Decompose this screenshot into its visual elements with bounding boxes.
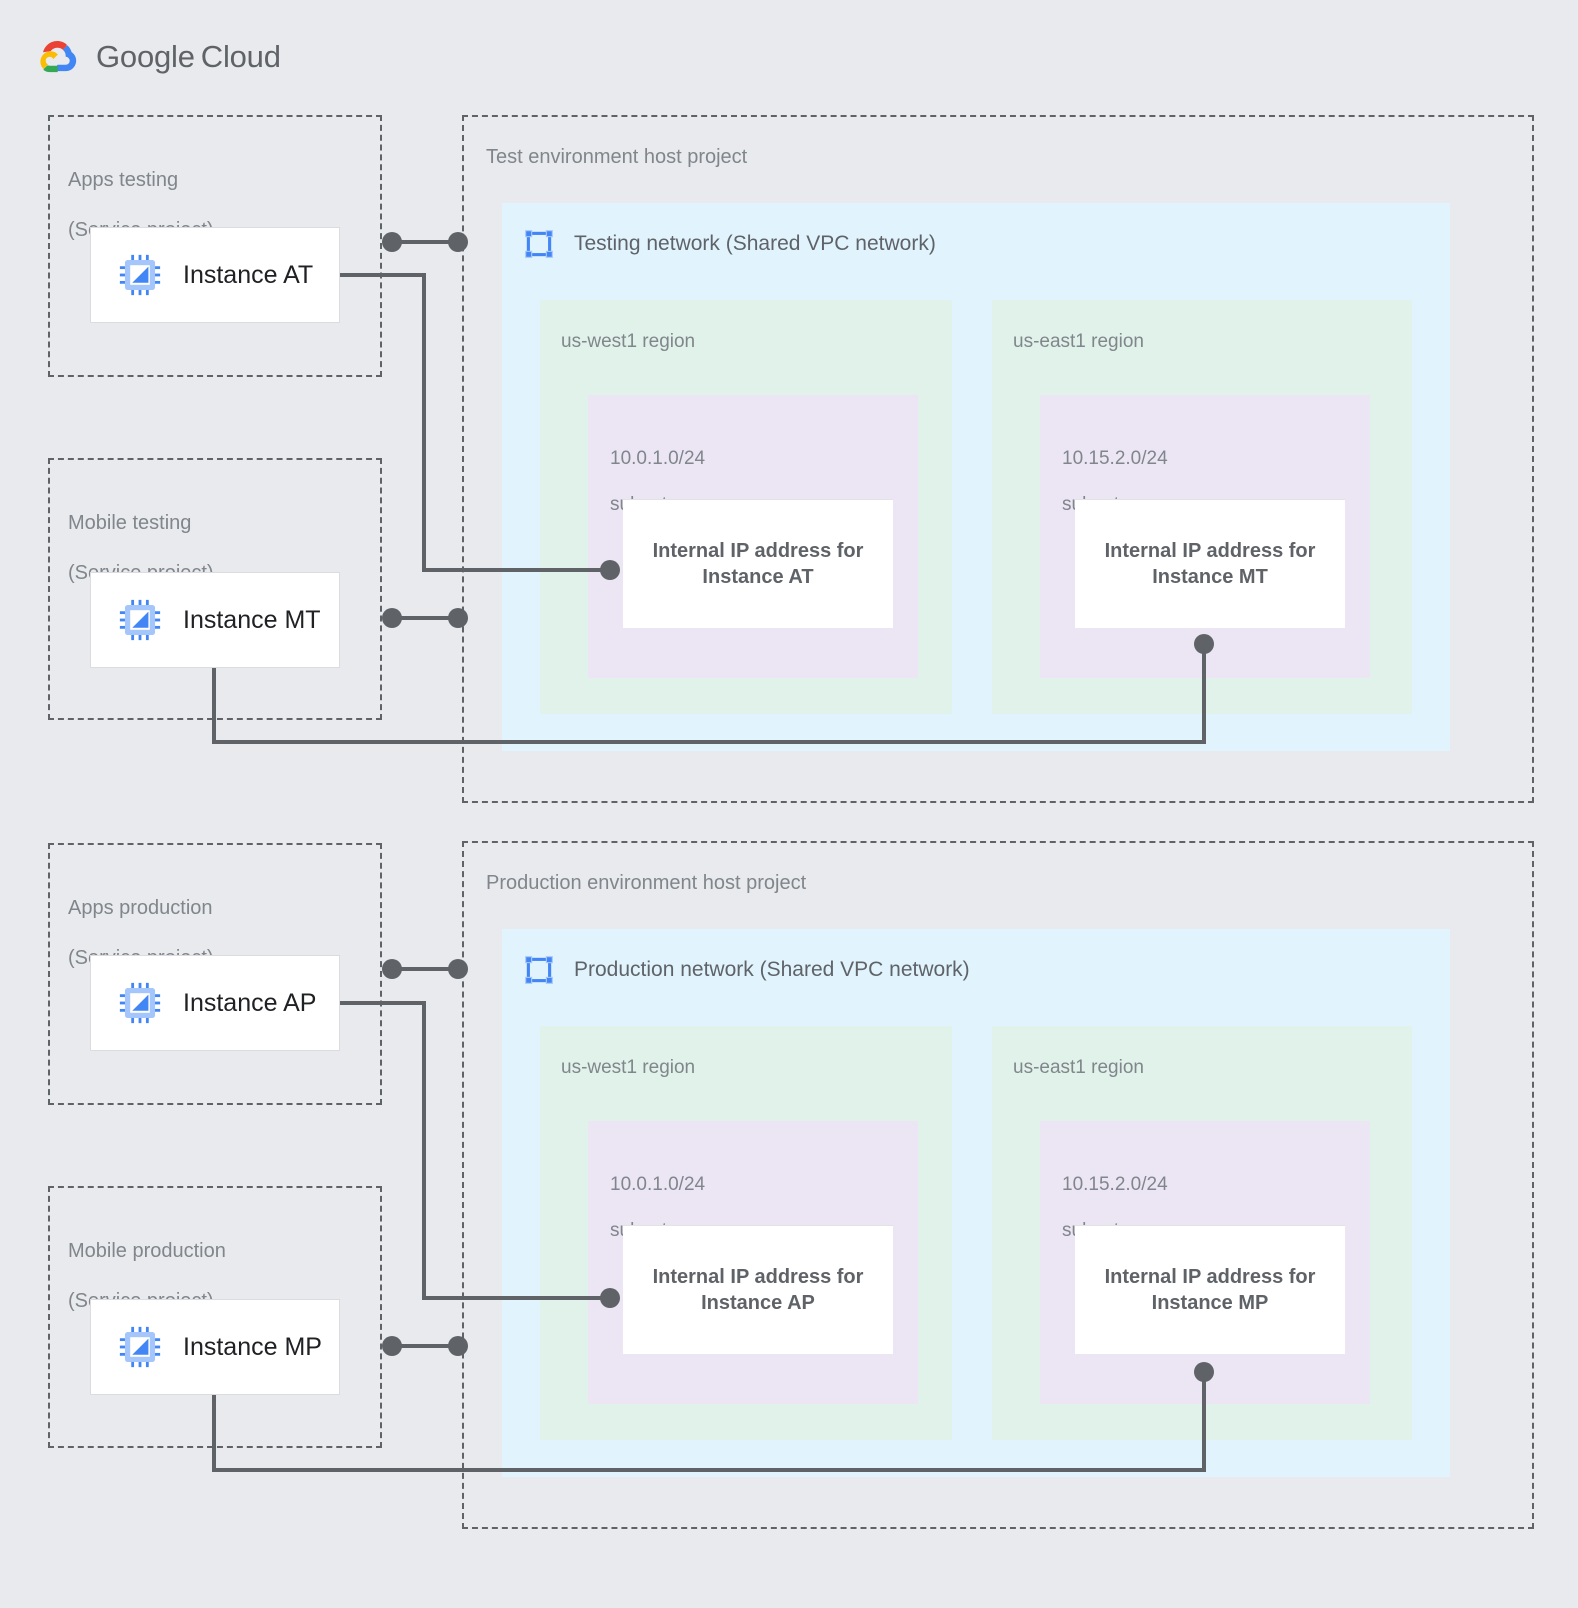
ip-card-mp: Internal IP address for Instance MP	[1075, 1225, 1345, 1354]
instance-card-mp[interactable]: Instance MP	[90, 1299, 340, 1395]
subnet-test-us-west1: 10.0.1.0/24 subnet Internal IP address f…	[588, 395, 918, 678]
vpc-network-production-label: Production network (Shared VPC network)	[574, 958, 970, 981]
apps-production-title: Apps production	[68, 897, 213, 919]
instance-cpu-icon	[119, 1326, 161, 1368]
instance-label-mp: Instance MP	[183, 1332, 322, 1361]
subnet-cidr: 10.15.2.0/24	[1062, 1174, 1168, 1195]
subnet-test-us-east1: 10.15.2.0/24 subnet Internal IP address …	[1040, 395, 1370, 678]
vpc-network-icon	[522, 227, 556, 261]
vpc-network-production: Production network (Shared VPC network) …	[502, 929, 1450, 1477]
instance-card-ap[interactable]: Instance AP	[90, 955, 340, 1051]
ip-card-mt: Internal IP address for Instance MT	[1075, 499, 1345, 628]
vpc-network-production-header: Production network (Shared VPC network)	[522, 953, 970, 987]
mobile-production-title: Mobile production	[68, 1240, 226, 1262]
instance-cpu-icon	[119, 599, 161, 641]
region-test-us-west1-label: us-west1 region	[561, 331, 696, 352]
instance-card-at[interactable]: Instance AT	[90, 227, 340, 323]
subnet-cidr: 10.0.1.0/24	[610, 1174, 706, 1195]
instance-label-mt: Instance MT	[183, 605, 321, 634]
instance-label-ap: Instance AP	[183, 988, 317, 1017]
region-test-us-east1: us-east1 region 10.15.2.0/24 subnet Inte…	[992, 300, 1412, 714]
region-test-us-east1-label: us-east1 region	[1013, 331, 1144, 352]
ip-card-ap: Internal IP address for Instance AP	[623, 1225, 893, 1354]
apps-testing-title: Apps testing	[68, 169, 179, 191]
host-project-test-title: Test environment host project	[486, 146, 748, 168]
region-prod-us-west1-label: us-west1 region	[561, 1057, 696, 1078]
brand-name-secondary: Cloud	[200, 39, 281, 74]
vpc-network-testing-label: Testing network (Shared VPC network)	[574, 232, 936, 255]
region-prod-us-east1-label: us-east1 region	[1013, 1057, 1144, 1078]
subnet-cidr: 10.0.1.0/24	[610, 448, 706, 469]
endpoint-dot	[382, 232, 402, 252]
subnet-cidr: 10.15.2.0/24	[1062, 448, 1168, 469]
host-project-production-title: Production environment host project	[486, 872, 807, 894]
brand-name-primary: Google	[96, 39, 195, 74]
instance-cpu-icon	[119, 254, 161, 296]
vpc-network-testing-header: Testing network (Shared VPC network)	[522, 227, 936, 261]
subnet-prod-us-west1: 10.0.1.0/24 subnet Internal IP address f…	[588, 1121, 918, 1404]
instance-cpu-icon	[119, 982, 161, 1024]
subnet-prod-us-east1: 10.15.2.0/24 subnet Internal IP address …	[1040, 1121, 1370, 1404]
region-test-us-west1: us-west1 region 10.0.1.0/24 subnet Inter…	[540, 300, 952, 714]
vpc-network-icon	[522, 953, 556, 987]
region-prod-us-east1: us-east1 region 10.15.2.0/24 subnet Inte…	[992, 1026, 1412, 1440]
ip-card-at: Internal IP address for Instance AT	[623, 499, 893, 628]
vpc-network-testing: Testing network (Shared VPC network) us-…	[502, 203, 1450, 751]
host-project-test-environment: Test environment host project	[462, 115, 1534, 803]
endpoint-dot	[382, 608, 402, 628]
endpoint-dot	[382, 1336, 402, 1356]
service-project-mobile-testing-label: Mobile testing (Service project)	[68, 486, 214, 586]
mobile-testing-title: Mobile testing	[68, 512, 192, 534]
region-prod-us-west1: us-west1 region 10.0.1.0/24 subnet Inter…	[540, 1026, 952, 1440]
instance-card-mt[interactable]: Instance MT	[90, 572, 340, 668]
instance-label-at: Instance AT	[183, 260, 314, 289]
google-cloud-logo-icon	[34, 33, 82, 81]
endpoint-dot	[382, 959, 402, 979]
